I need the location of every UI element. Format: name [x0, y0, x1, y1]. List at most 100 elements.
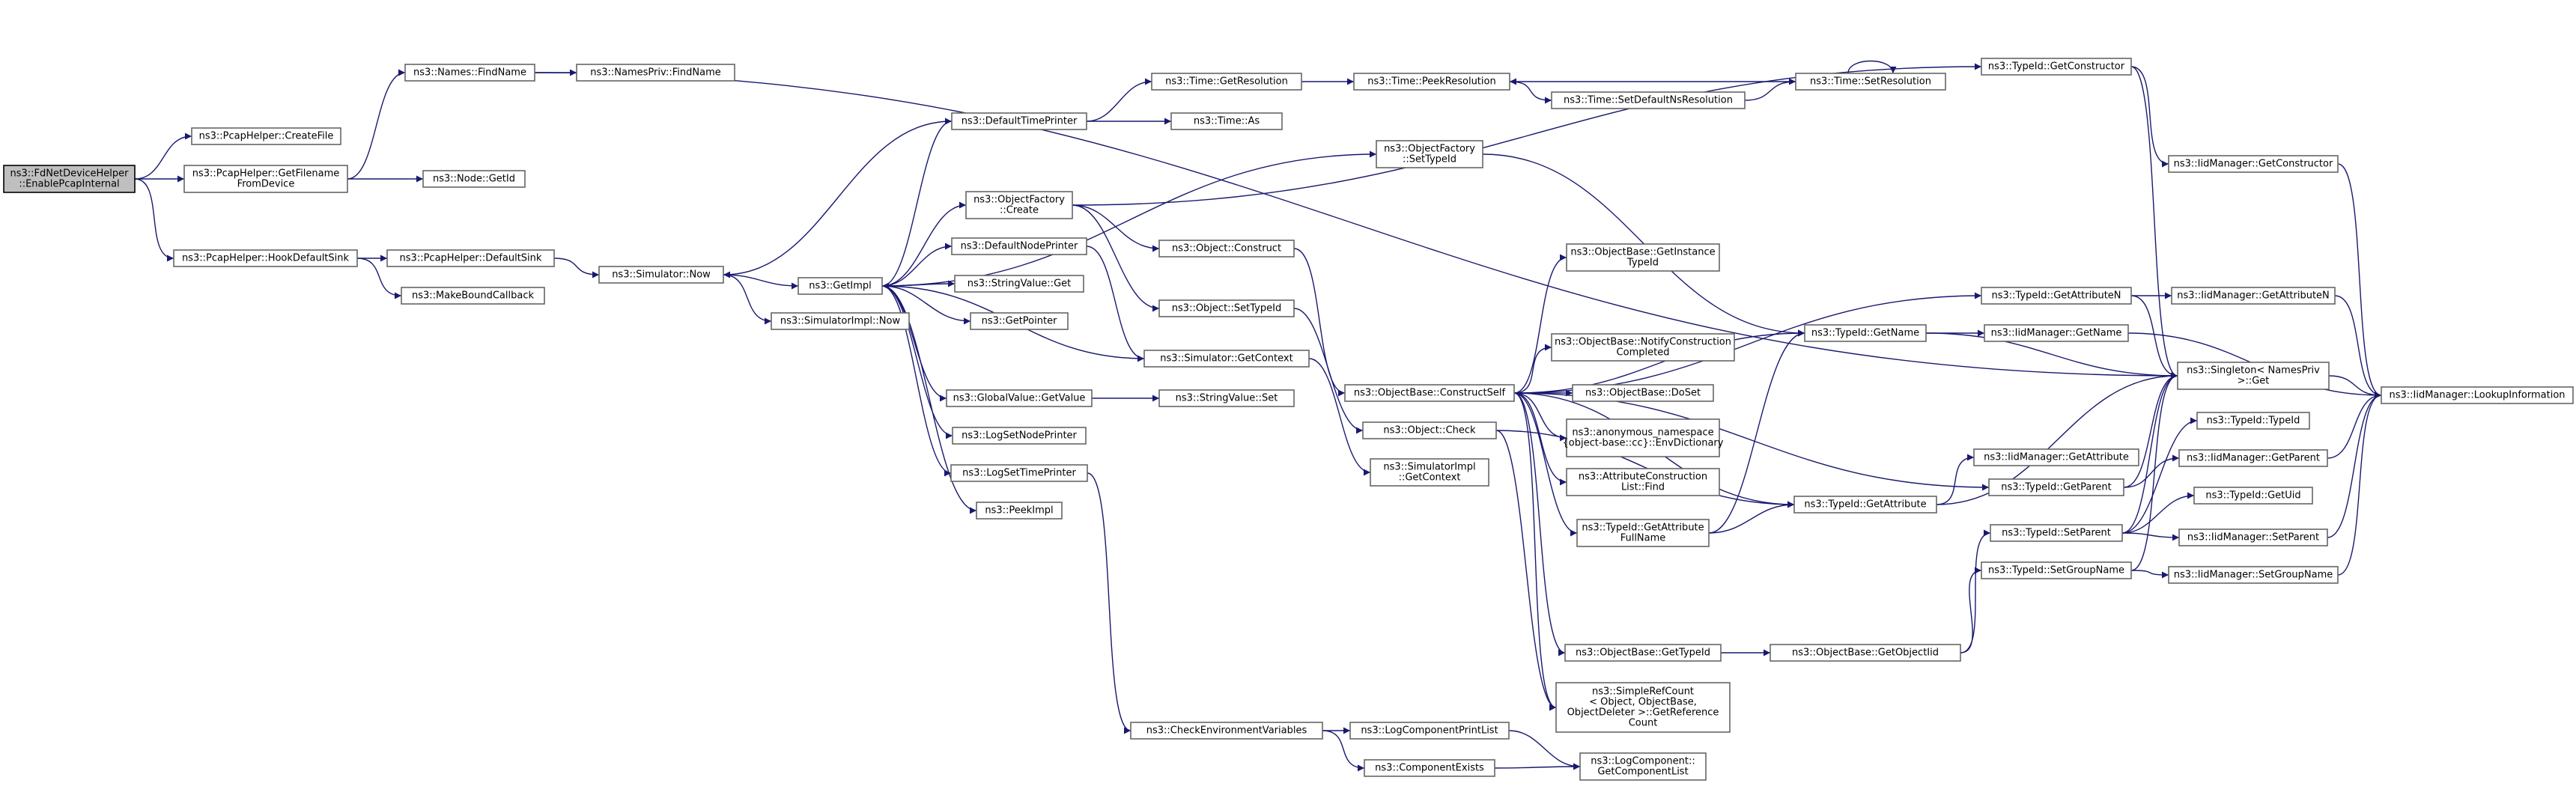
node-timesetres[interactable]: ns3::Time::SetResolution	[1795, 73, 1946, 91]
node-createfile[interactable]: ns3::PcapHelper::CreateFile	[191, 127, 341, 145]
node-typeidsetgroup[interactable]: ns3::TypeId::SetGroupName	[1981, 561, 2132, 579]
edge-getobjectiid-to-typeidsetgroup	[1960, 567, 1982, 654]
node-simimplnow[interactable]: ns3::SimulatorImpl::Now	[771, 312, 910, 330]
node-simimplgetcontext[interactable]: ns3::SimulatorImpl::GetContext	[1370, 458, 1489, 487]
node-getimpl[interactable]: ns3::GetImpl	[798, 277, 883, 295]
node-box	[598, 266, 724, 284]
node-logsettimeprinter[interactable]: ns3::LogSetTimePrinter	[950, 464, 1088, 482]
edge-typeidgetparent-to-singletonget	[2123, 372, 2178, 488]
node-iidgetname[interactable]: ns3::IidManager::GetName	[1984, 324, 2129, 342]
node-label: ns3::DefaultTimePrinter	[962, 116, 1078, 127]
node-iidgetattrn[interactable]: ns3::IidManager::GetAttributeN	[2171, 287, 2336, 305]
node-typeidgetattrn[interactable]: ns3::TypeId::GetAttributeN	[1981, 287, 2132, 305]
node-box	[1158, 240, 1295, 258]
node-objcheck[interactable]: ns3::Object::Check	[1362, 421, 1497, 439]
node-label: ns3::ObjectBase::GetObjectIid	[1792, 648, 1939, 659]
node-typeidgetparent[interactable]: ns3::TypeId::GetParent	[1988, 478, 2124, 496]
node-iidgetattr[interactable]: ns3::IidManager::GetAttribute	[1973, 448, 2139, 466]
node-objfactorycreate[interactable]: ns3::ObjectFactory::Create	[965, 191, 1073, 219]
edge-getimpl-to-defaulttimeprinter	[881, 118, 953, 287]
node-typeidgetname[interactable]: ns3::TypeId::GetName	[1804, 324, 1927, 342]
node-box	[1984, 324, 2129, 342]
node-box	[2196, 412, 2310, 430]
node-box	[1990, 524, 2123, 542]
node-label: ns3::TypeId::GetAttribute	[1582, 523, 1704, 534]
node-logsetnodeprinter[interactable]: ns3::LogSetNodePrinter	[952, 427, 1087, 445]
node-label: ns3::ObjectFactory	[1384, 144, 1475, 155]
node-logcompgetlist[interactable]: ns3::LogComponent::GetComponentList	[1579, 752, 1707, 781]
node-objbasegettypeid[interactable]: ns3::ObjectBase::GetTypeId	[1564, 644, 1722, 662]
node-objconstruct[interactable]: ns3::Object::Construct	[1158, 240, 1295, 258]
node-peekimpl[interactable]: ns3::PeekImpl	[976, 502, 1063, 520]
node-makebound[interactable]: ns3::MakeBoundCallback	[401, 287, 545, 305]
node-namesfind[interactable]: ns3::Names::FindName	[404, 64, 535, 82]
node-box	[1362, 421, 1497, 439]
node-label: Completed	[1617, 347, 1670, 359]
node-label: ns3::PcapHelper::HookDefaultSink	[182, 253, 350, 264]
node-notifyconstruction[interactable]: ns3::ObjectBase::NotifyConstructionCompl…	[1551, 333, 1735, 362]
node-getobjectiid[interactable]: ns3::ObjectBase::GetObjectIid	[1770, 644, 1961, 662]
node-label: ns3::IidManager::GetName	[1991, 328, 2122, 339]
node-label: ns3::SimulatorImpl::Now	[780, 316, 901, 327]
node-label: ObjectDeleter >::GetReference	[1567, 707, 1719, 719]
node-stringvalueget[interactable]: ns3::StringValue::Get	[954, 275, 1084, 293]
node-objsettypeid[interactable]: ns3::Object::SetTypeId	[1158, 299, 1295, 317]
node-typeidtypeid[interactable]: ns3::TypeId::TypeId	[2196, 412, 2310, 430]
node-typeidgetctor[interactable]: ns3::TypeId::GetConstructor	[1981, 58, 2132, 76]
node-label: ns3::GetImpl	[809, 281, 872, 292]
node-nodegetid[interactable]: ns3::Node::GetId	[422, 170, 526, 188]
node-iidgetctor[interactable]: ns3::IidManager::GetConstructor	[2168, 155, 2339, 173]
node-box	[183, 165, 348, 193]
edge-typeidgetname-to-singletonget	[1925, 332, 2178, 380]
node-root[interactable]: ns3::FdNetDeviceHelper::EnablePcapIntern…	[3, 165, 136, 193]
node-label: ns3::PcapHelper::GetFilename	[192, 168, 340, 180]
node-label: ns3::Object::Check	[1383, 425, 1476, 436]
node-dobaseset[interactable]: ns3::ObjectBase::DoSet	[1572, 384, 1714, 402]
node-compexists[interactable]: ns3::ComponentExists	[1364, 759, 1495, 777]
node-timesetdefaultns[interactable]: ns3::Time::SetDefaultNsResolution	[1551, 91, 1746, 109]
node-typeidgetuid[interactable]: ns3::TypeId::GetUid	[2193, 487, 2313, 505]
node-typeidgetattr[interactable]: ns3::TypeId::GetAttribute	[1793, 496, 1937, 514]
node-simplerefcount[interactable]: ns3::SimpleRefCount< Object, ObjectBase,…	[1555, 682, 1731, 733]
node-label: ns3::IidManager::GetAttributeN	[2177, 290, 2330, 302]
node-box	[2178, 528, 2328, 546]
node-timepeekres[interactable]: ns3::Time::PeekResolution	[1353, 73, 1510, 91]
node-namesprivfind[interactable]: ns3::NamesPriv::FindName	[576, 64, 735, 82]
node-checkenv[interactable]: ns3::CheckEnvironmentVariables	[1130, 722, 1323, 740]
node-typeidsetparent[interactable]: ns3::TypeId::SetParent	[1990, 524, 2123, 542]
node-iidsetgroup[interactable]: ns3::IidManager::SetGroupName	[2168, 566, 2339, 584]
node-simnow[interactable]: ns3::Simulator::Now	[598, 266, 724, 284]
node-timegetres[interactable]: ns3::Time::GetResolution	[1151, 73, 1302, 91]
node-constructself[interactable]: ns3::ObjectBase::ConstructSelf	[1344, 384, 1515, 402]
edge-getattrfullname-to-typeidgetname	[1708, 329, 1805, 534]
node-simgetcontext[interactable]: ns3::Simulator::GetContext	[1143, 350, 1310, 368]
node-globalvalueget[interactable]: ns3::GlobalValue::GetValue	[946, 389, 1093, 407]
node-defaultnodeprinter[interactable]: ns3::DefaultNodePrinter	[951, 237, 1087, 255]
node-label: ns3::TypeId::GetParent	[2001, 482, 2112, 493]
node-iidgetparent[interactable]: ns3::IidManager::GetParent	[2178, 449, 2328, 467]
node-label: ns3::ObjectBase::DoSet	[1585, 388, 1701, 399]
node-envdictionary[interactable]: ns3::anonymous_namespace{object-base::cc…	[1563, 418, 1724, 457]
node-stringvalueset[interactable]: ns3::StringValue::Set	[1158, 389, 1295, 407]
node-hookdefaultsink[interactable]: ns3::PcapHelper::HookDefaultSink	[173, 249, 358, 267]
node-getpointer[interactable]: ns3::GetPointer	[970, 312, 1069, 330]
node-iidsetparent[interactable]: ns3::IidManager::SetParent	[2178, 528, 2328, 546]
node-box	[1973, 448, 2139, 466]
node-defaulttimeprinter[interactable]: ns3::DefaultTimePrinter	[951, 112, 1087, 130]
node-timeas[interactable]: ns3::Time::As	[1170, 112, 1283, 130]
node-objfactorysettypeid[interactable]: ns3::ObjectFactory::SetTypeId	[1376, 140, 1483, 168]
node-box	[386, 249, 555, 267]
node-defaultsink[interactable]: ns3::PcapHelper::DefaultSink	[386, 249, 555, 267]
node-box	[2168, 566, 2339, 584]
node-singletonget[interactable]: ns3::Singleton< NamesPriv>::Get	[2177, 362, 2330, 390]
node-box	[1349, 722, 1510, 740]
node-box	[965, 191, 1073, 219]
node-logcompprint[interactable]: ns3::LogComponentPrintList	[1349, 722, 1510, 740]
node-box	[422, 170, 526, 188]
node-iidlookup[interactable]: ns3::IidManager::LookupInformation	[2381, 386, 2574, 404]
edge-getobjectiid-to-typeidsetparent	[1960, 529, 1991, 654]
